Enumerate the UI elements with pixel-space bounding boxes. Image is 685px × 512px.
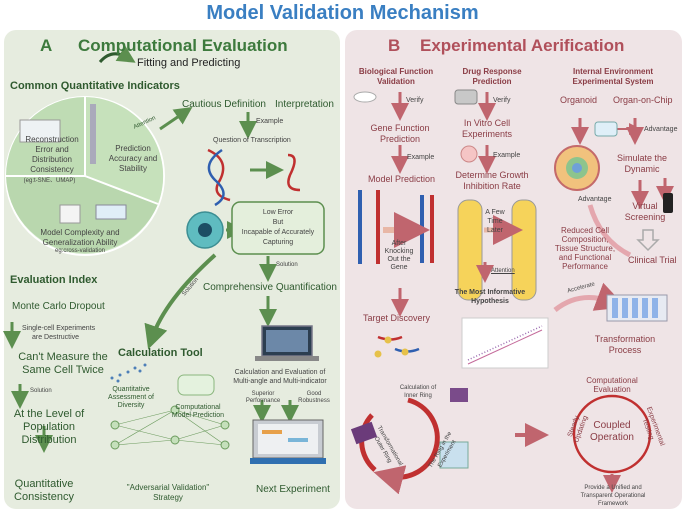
attention-label: Attention	[491, 268, 515, 274]
advantage-label-2: Advantage	[578, 196, 612, 203]
fitting-arrow	[98, 45, 136, 64]
low-error-box	[231, 201, 325, 255]
rat-image	[353, 91, 377, 103]
phone-image	[663, 193, 673, 213]
cautious-label: Cautious Definition	[182, 99, 266, 110]
solution-label-3: Solution	[30, 388, 52, 394]
example-label-b1: Example	[407, 154, 435, 161]
chromosome-image	[374, 335, 420, 358]
dna-helix	[207, 148, 301, 207]
outer-ring-cycle	[373, 397, 440, 495]
organ-chip-image	[594, 121, 618, 137]
indicators-title: Common Quantitative Indicators	[10, 80, 180, 92]
arrow-attention	[159, 106, 193, 131]
clinical-arrow	[636, 229, 660, 252]
panel-a-letter: A	[40, 36, 53, 55]
purple-laptop-image	[350, 421, 378, 445]
advantage-label-1: Advantage	[644, 126, 678, 133]
incubator-image	[250, 419, 326, 464]
incubator-small-image	[439, 441, 469, 469]
next-experiment-label: Next Experiment	[256, 484, 330, 495]
orange-laptop-image	[450, 388, 468, 402]
neural-network	[114, 409, 226, 446]
verify-label-1: Verify	[406, 97, 424, 104]
fitting-label: Fitting and Predicting	[137, 57, 241, 69]
solution-label-1: Solution	[276, 262, 298, 268]
laptop-image	[255, 325, 319, 361]
capsule-image	[177, 374, 215, 396]
main-title: Model Validation Mechanism	[206, 2, 479, 24]
eval-index-title: Evaluation Index	[10, 274, 98, 286]
adversarial-label: "Adversarial Validation"Strategy	[126, 483, 210, 502]
example-label-b2: Example	[493, 152, 521, 159]
petri-dish-image	[460, 145, 478, 163]
panel-b-title: Experimental Aerification	[420, 36, 625, 55]
coupled-ring	[572, 394, 652, 474]
clinical-label: Clinical Trial	[628, 255, 677, 265]
cylinder-image	[454, 89, 478, 105]
comprehensive-label: Comprehensive Quantification	[203, 282, 337, 293]
pie-seg1-note: (eg:t-SNE、UMAP)	[23, 178, 76, 184]
calc-tool-title: Calculation Tool	[118, 347, 203, 359]
tube-rack-image	[606, 294, 668, 322]
panel-a-title: Computational Evaluation	[78, 36, 288, 55]
panel-b-letter: B	[388, 36, 401, 55]
solution-curve	[144, 253, 217, 350]
verify-label-2: Verify	[493, 97, 511, 104]
example-label: Example	[256, 118, 284, 125]
question-label: Question of Transcription	[213, 137, 291, 144]
target-discovery-label: Target Discovery	[363, 313, 431, 323]
model-pred-label: Model Prediction	[368, 174, 436, 184]
monte-carlo-label: Monte Carlo Dropout	[12, 301, 105, 312]
interpretation-label: Interpretation	[275, 99, 334, 110]
organ-chip-label: Organ-on-Chip	[613, 95, 673, 105]
indicator-pie	[5, 96, 165, 256]
pie-seg3-note: eg:cross-validation	[54, 248, 106, 254]
organoid-label: Organoid	[560, 95, 598, 105]
scatter-plot	[110, 363, 147, 383]
